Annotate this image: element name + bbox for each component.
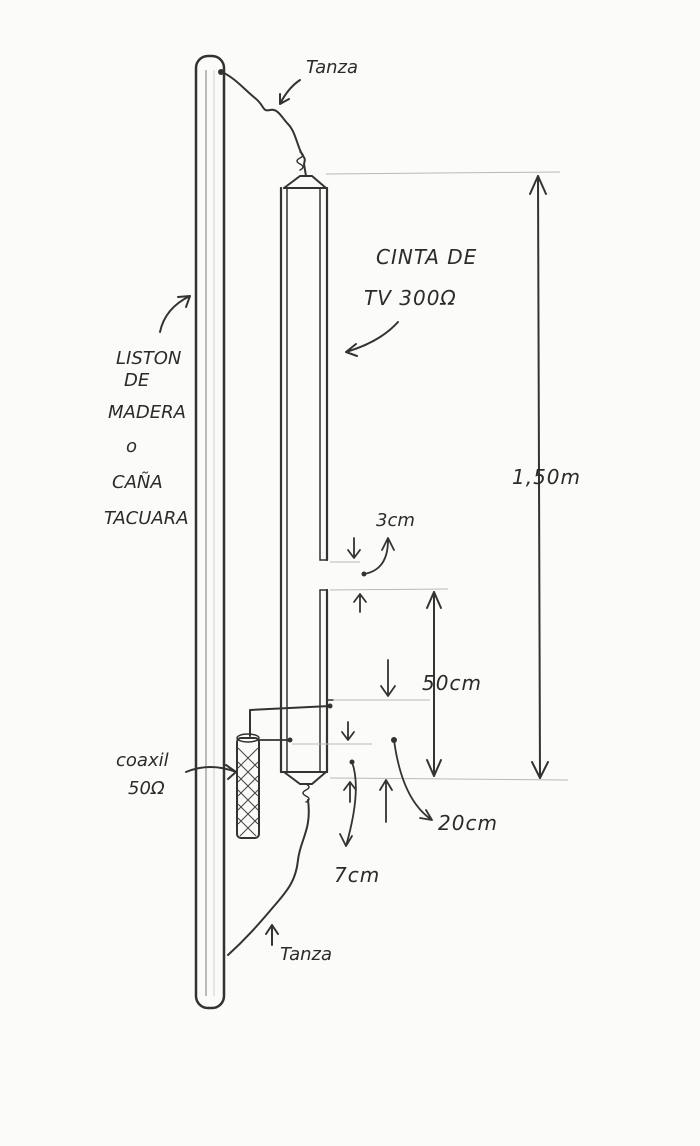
guide-bottom <box>329 777 569 781</box>
coax-label-line2: 50Ω <box>128 778 165 799</box>
coax-arrow <box>185 764 237 780</box>
liston-label-line2: DE <box>124 370 150 391</box>
coax-label-line1: coaxil <box>116 750 169 771</box>
liston-label-line1: LISTON <box>116 348 181 369</box>
feed-label: 20cm <box>438 811 498 835</box>
coax-cable <box>236 703 333 839</box>
gap-label: 3cm <box>376 510 415 531</box>
liston-arrow <box>159 295 191 333</box>
bottom-fishing-line <box>227 783 310 956</box>
section-dimension <box>380 591 442 777</box>
offset-label: 7cm <box>334 863 380 887</box>
guide-top <box>325 171 561 175</box>
top-fishing-line <box>218 69 307 177</box>
cinta-label-line2: TV 300Ω <box>364 286 457 310</box>
liston-label-line4: o <box>126 436 137 457</box>
total-length-dimension <box>529 175 549 779</box>
cinta-label-line1: CINTA DE <box>376 245 477 269</box>
liston-label-line3: MADERA <box>108 402 186 423</box>
tanza-top-label: Tanza <box>306 57 358 78</box>
total-length-label: 1,50m <box>512 465 581 489</box>
liston-label-line5: CAÑA <box>112 471 163 493</box>
gap-dimension <box>347 537 395 613</box>
tanza-top-arrow <box>279 79 301 105</box>
liston-label-line6: TACUARA <box>104 508 189 529</box>
offset-dimension <box>339 721 357 847</box>
cinta-arrow <box>345 321 399 357</box>
feed-dimension <box>379 737 433 823</box>
guide-section-top <box>329 588 449 591</box>
wooden-pole <box>194 54 226 1010</box>
tanza-bottom-arrow <box>265 924 279 946</box>
twin-lead-ribbon <box>279 175 334 785</box>
section-label: 50cm <box>422 671 482 695</box>
tanza-bottom-label: Tanza <box>280 944 332 965</box>
